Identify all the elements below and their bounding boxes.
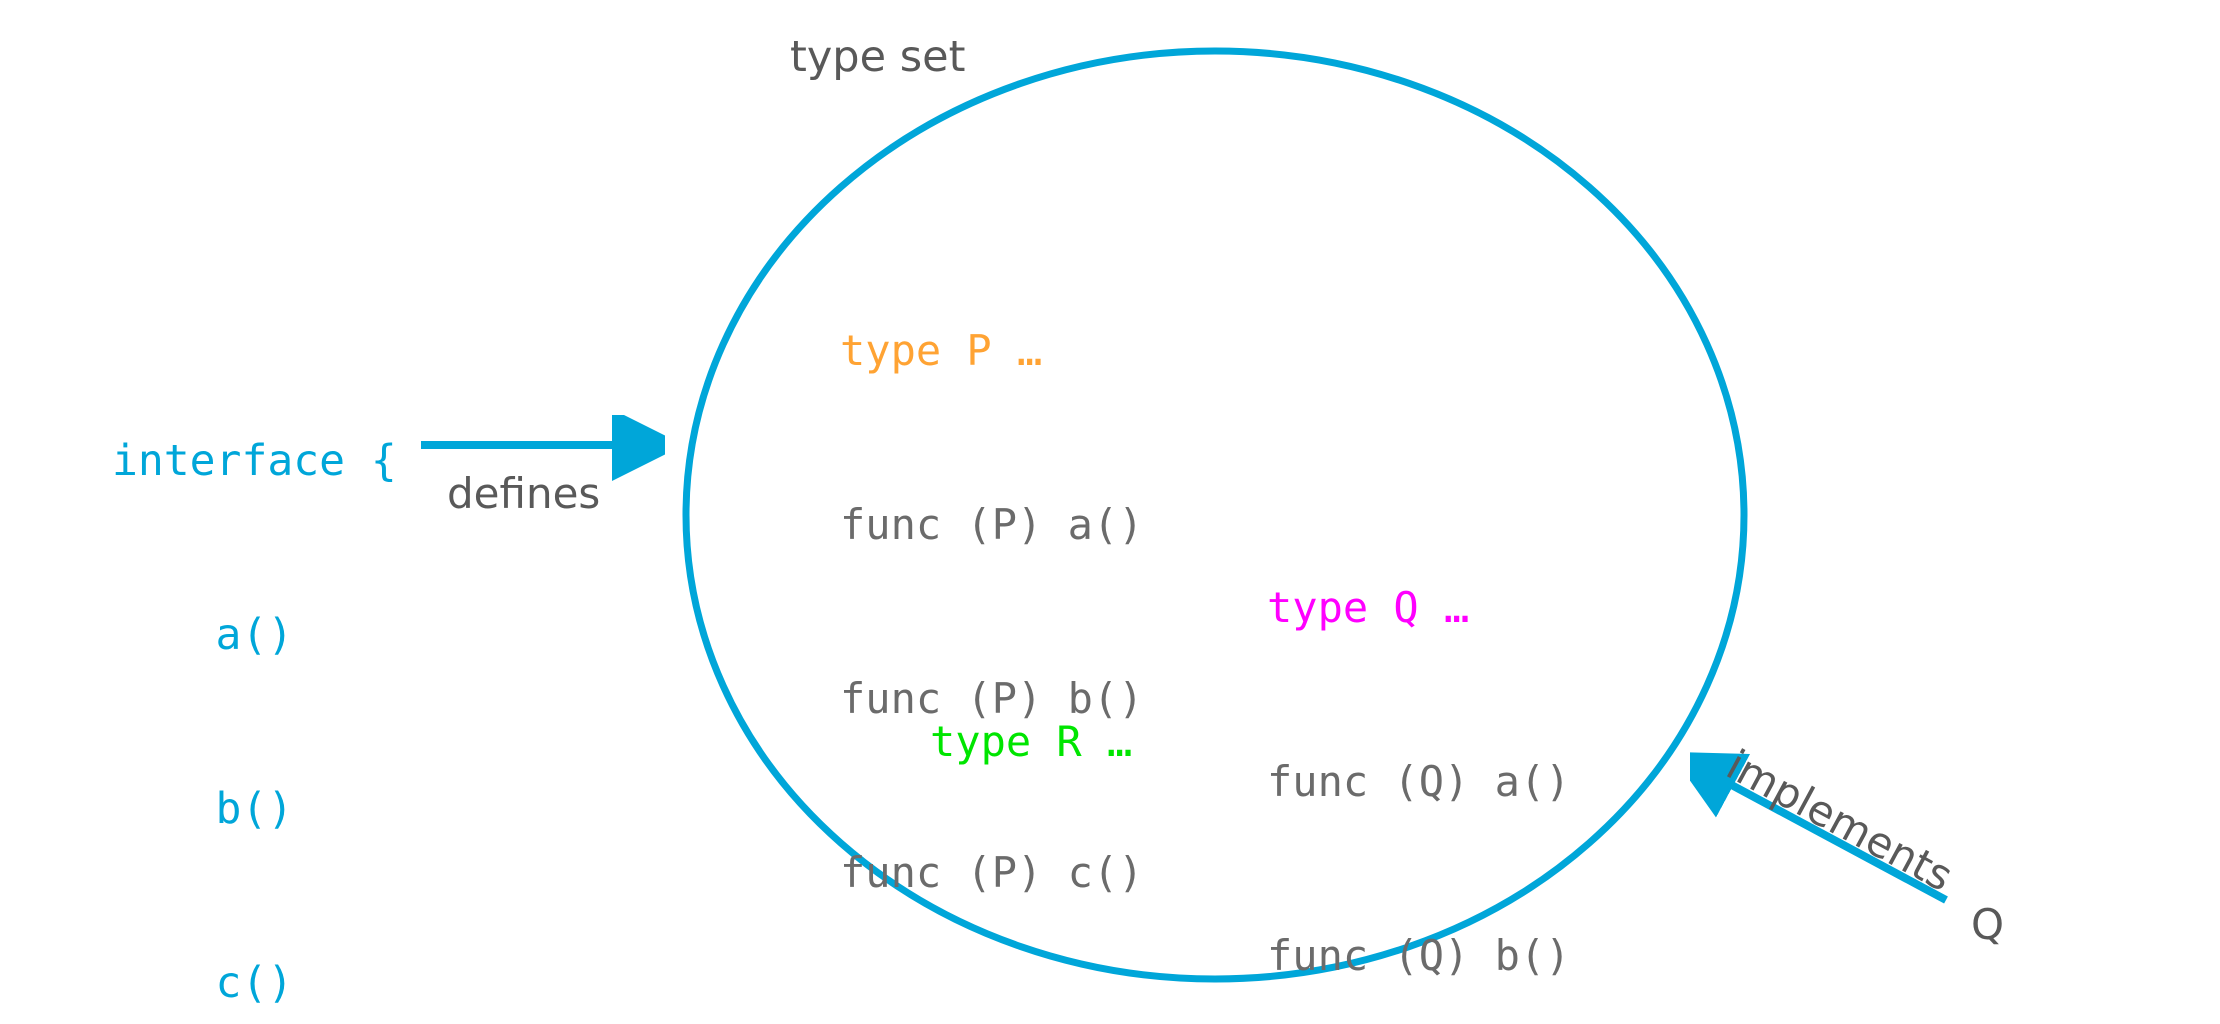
type-p-block: type P … func (P) a() func (P) b() func … — [840, 206, 1143, 1024]
type-q-block: type Q … func (Q) a() func (Q) b() func … — [1267, 463, 1570, 1024]
type-q-header: type Q … — [1267, 583, 1470, 632]
implements-arrow-icon — [1690, 751, 1948, 904]
type-r-header: type R … — [930, 717, 1133, 766]
type-q-method-1: func (Q) b() — [1267, 931, 1571, 980]
interface-line-3: c() — [112, 958, 294, 1008]
interface-declaration: interface { a() b() c() } — [112, 316, 397, 1024]
interface-line-0: interface { — [112, 436, 397, 486]
type-q-method-0: func (Q) a() — [1267, 757, 1571, 806]
defines-label: defines — [447, 469, 601, 518]
type-p-method-2: func (P) c() — [840, 848, 1144, 897]
type-r-block: type R … — [930, 597, 1132, 887]
type-set-label: type set — [790, 32, 966, 82]
type-set-ellipse — [682, 47, 1748, 983]
implementing-type-q-label: Q — [1971, 900, 2005, 949]
type-p-header: type P … — [840, 326, 1043, 375]
interface-line-1: a() — [112, 610, 294, 660]
interface-line-2: b() — [112, 784, 294, 834]
type-p-method-0: func (P) a() — [840, 500, 1144, 549]
type-p-method-1: func (P) b() — [840, 674, 1144, 723]
type-p-method-3: func (P) d() — [840, 1018, 1143, 1024]
defines-arrow-icon — [421, 415, 665, 481]
